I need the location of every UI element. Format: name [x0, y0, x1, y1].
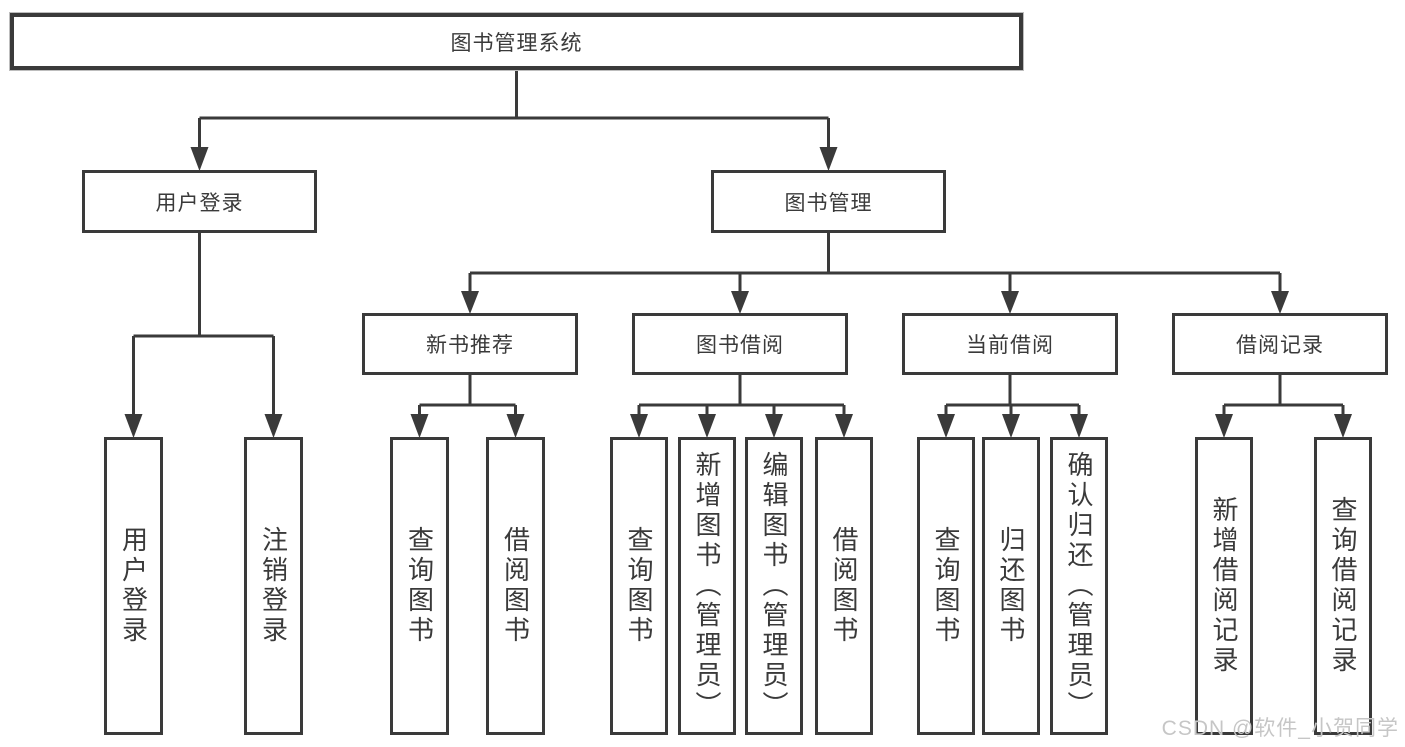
csdn-watermark: CSDN @软件_小贺同学	[1161, 717, 1399, 740]
leaf-label: 查询图书	[931, 526, 961, 646]
node-book-management: 图书管理	[711, 170, 946, 233]
node-current-borrow: 当前借阅	[902, 313, 1118, 375]
node-label: 图书管理系统	[450, 31, 583, 55]
leaf-label: 借阅图书	[829, 526, 859, 646]
node-label: 新书推荐	[426, 334, 514, 357]
leaf-label: 编辑图书（管理员）	[759, 451, 789, 721]
node-label: 图书借阅	[696, 334, 784, 357]
leaf-edit-books-admin: 编辑图书（管理员）	[745, 437, 803, 735]
node-user-login: 用户登录	[82, 170, 317, 233]
leaf-query-books: 查询图书	[917, 437, 975, 735]
leaf-label: 新增借阅记录	[1209, 496, 1239, 676]
node-new-book-recommend: 新书推荐	[362, 313, 578, 375]
leaf-query-books: 查询图书	[610, 437, 668, 735]
node-borrow-record: 借阅记录	[1172, 313, 1388, 375]
leaf-query-borrow-record: 查询借阅记录	[1314, 437, 1372, 735]
leaf-logout: 注销登录	[244, 437, 303, 735]
node-library-management-system: 图书管理系统	[10, 13, 1023, 70]
leaf-label: 查询图书	[404, 526, 435, 646]
node-label: 用户登录	[155, 191, 244, 215]
node-book-borrow: 图书借阅	[632, 313, 848, 375]
leaf-label: 借阅图书	[500, 526, 531, 646]
leaf-label: 用户登录	[118, 526, 149, 646]
leaf-label: 查询图书	[624, 526, 654, 646]
leaf-return-books: 归还图书	[982, 437, 1040, 735]
leaf-label: 归还图书	[996, 526, 1026, 646]
leaf-label: 查询借阅记录	[1328, 496, 1358, 676]
leaf-label: 新增图书（管理员）	[692, 451, 722, 721]
leaf-confirm-return-admin: 确认归还（管理员）	[1050, 437, 1108, 735]
leaf-label: 确认归还（管理员）	[1064, 451, 1094, 721]
leaf-add-borrow-record: 新增借阅记录	[1195, 437, 1253, 735]
leaf-borrow-books: 借阅图书	[486, 437, 545, 735]
node-label: 当前借阅	[966, 334, 1054, 357]
leaf-borrow-books: 借阅图书	[815, 437, 873, 735]
leaf-query-books: 查询图书	[390, 437, 449, 735]
node-label: 借阅记录	[1236, 334, 1324, 357]
leaf-label: 注销登录	[258, 526, 289, 646]
leaf-user-login: 用户登录	[104, 437, 163, 735]
node-label: 图书管理	[784, 191, 873, 215]
leaf-add-books-admin: 新增图书（管理员）	[678, 437, 736, 735]
